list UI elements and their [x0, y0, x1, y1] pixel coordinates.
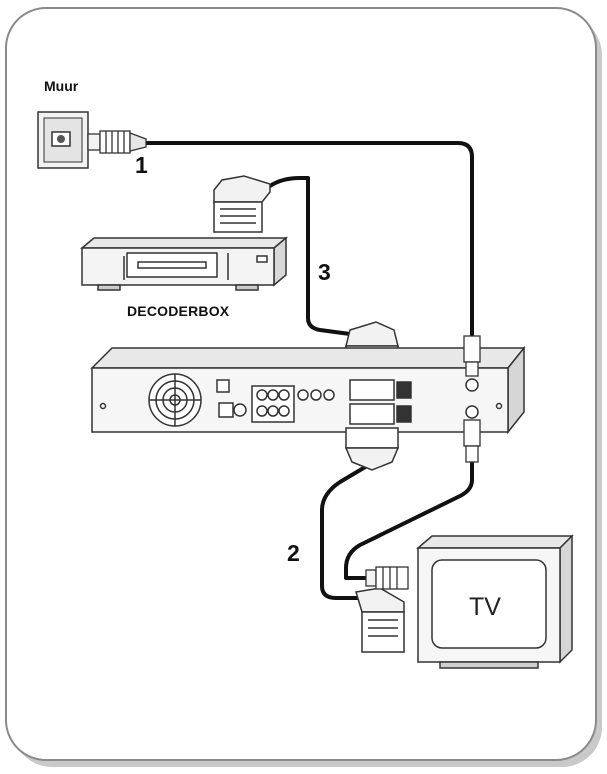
tv-screen [431, 559, 547, 649]
dvd-recorder [90, 345, 526, 435]
decoder-box [79, 236, 289, 291]
step-number-1: 1 [135, 152, 148, 178]
rf-out-jack [465, 405, 479, 419]
coax-plugs-recorder [463, 335, 481, 463]
rf-in-jack [465, 378, 479, 392]
coax-plug-wall [87, 130, 147, 154]
scart-plug-tv [355, 587, 405, 653]
wall-label: Muur [44, 78, 79, 94]
tv-label: TV [469, 593, 501, 621]
cable-antenna-wall-to-recorder [144, 141, 474, 337]
scart-socket-av2 [349, 403, 395, 425]
scart-plug-decoder [213, 175, 271, 233]
scart-socket-av1 [349, 379, 395, 401]
cables [144, 141, 474, 600]
step-number-2: 2 [287, 540, 300, 566]
fan-grille [148, 373, 202, 427]
wall-socket [37, 111, 89, 169]
cable-scart-recorder-to-tv [320, 461, 374, 600]
decoder-button [256, 255, 268, 263]
power-socket [216, 379, 230, 393]
cable-antenna-recorder-to-tv [344, 460, 474, 580]
decoder-label: DECODERBOX [127, 303, 230, 319]
step-number-3: 3 [318, 259, 331, 285]
cable-scart-decoder-to-recorder [268, 176, 352, 336]
television [415, 534, 574, 669]
coax-plug-tv [365, 566, 409, 590]
scart-plug-recorder-bottom [344, 427, 400, 471]
